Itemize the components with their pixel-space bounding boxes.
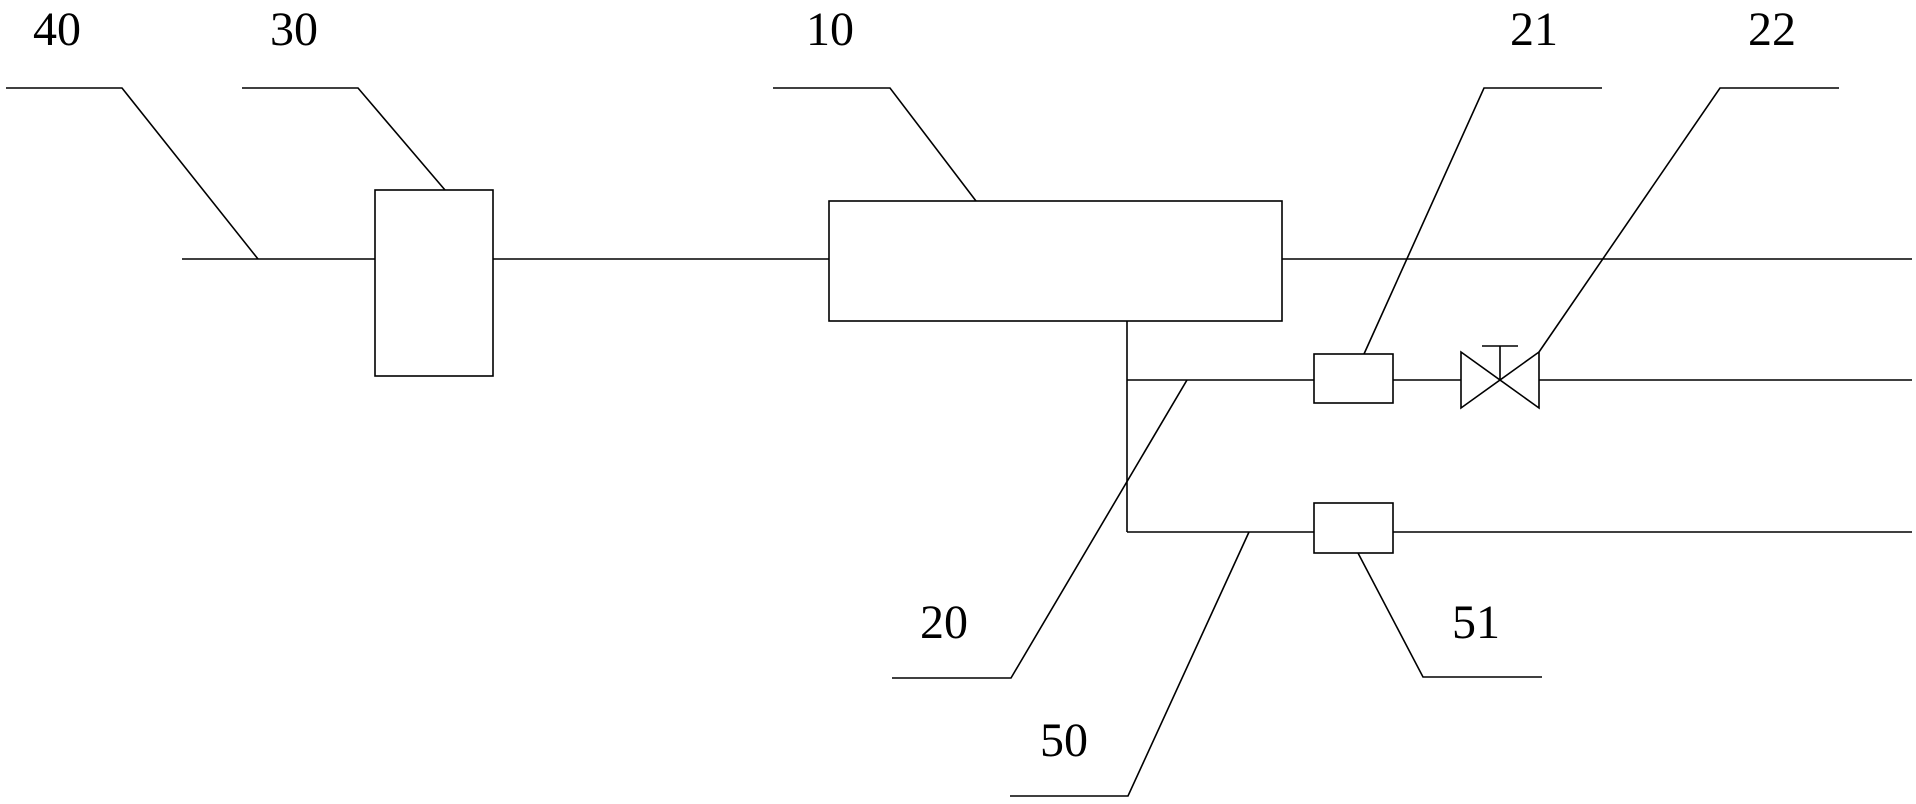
label-20: 20 xyxy=(920,596,968,649)
component-21-box xyxy=(1313,353,1394,404)
label-10: 10 xyxy=(806,3,854,56)
valve-22-icon xyxy=(1460,345,1540,410)
leader-50 xyxy=(1010,531,1250,797)
leader-lines xyxy=(6,87,1839,797)
leader-40 xyxy=(6,87,259,260)
label-30: 30 xyxy=(270,3,318,56)
leader-22 xyxy=(1538,87,1839,353)
branch-pipe-20 xyxy=(1126,321,1912,532)
leader-20 xyxy=(892,379,1188,679)
leader-30 xyxy=(242,87,446,191)
label-50: 50 xyxy=(1040,714,1088,767)
label-22: 22 xyxy=(1748,3,1796,56)
label-40: 40 xyxy=(33,3,81,56)
label-21: 21 xyxy=(1510,3,1558,56)
leader-10 xyxy=(773,87,977,202)
component-10-box xyxy=(828,200,1283,322)
leader-51 xyxy=(1357,552,1542,678)
component-30-box xyxy=(374,189,494,377)
component-51-box xyxy=(1313,502,1394,554)
leader-21 xyxy=(1363,87,1602,355)
label-51: 51 xyxy=(1452,596,1500,649)
